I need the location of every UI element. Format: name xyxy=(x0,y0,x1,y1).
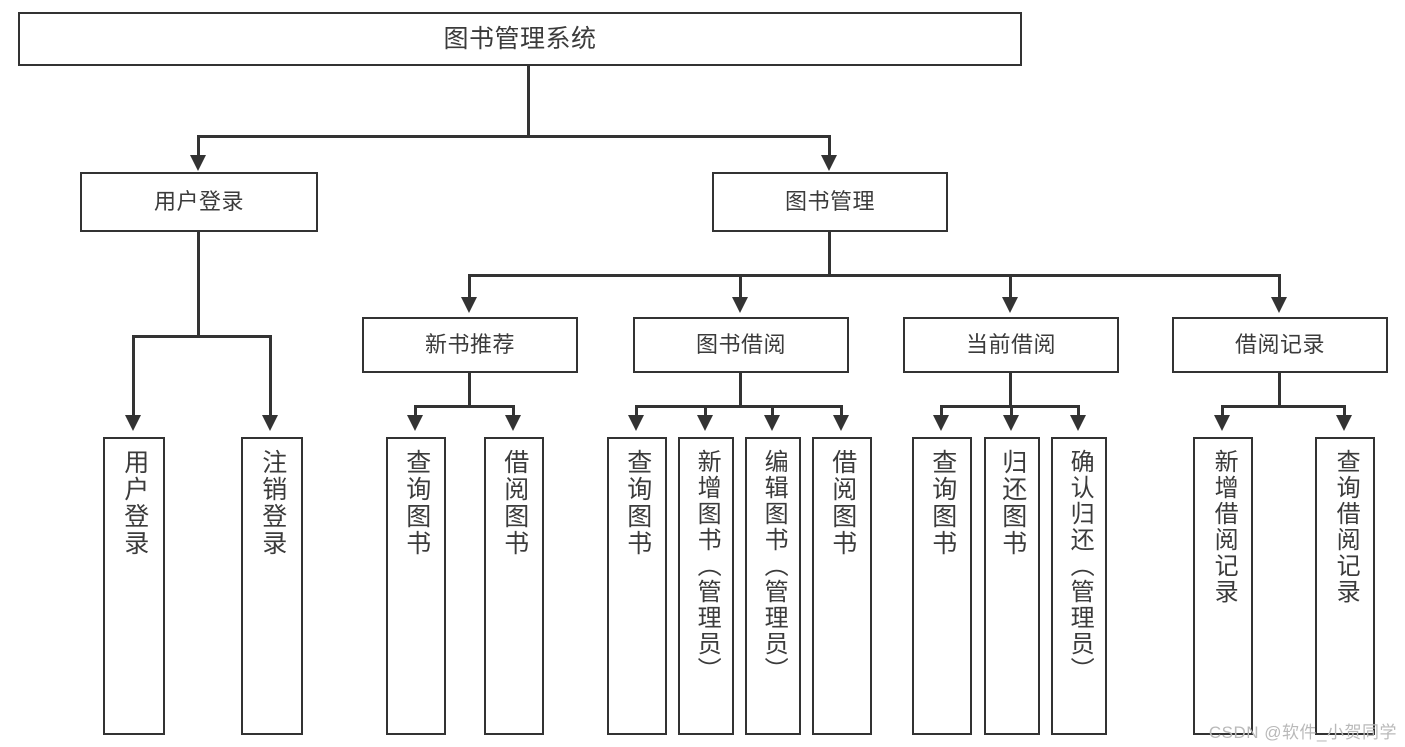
connector-cb-branch-1 xyxy=(940,405,943,417)
node-leaf-user-login[interactable]: 用户登录 xyxy=(103,437,165,735)
node-user-login[interactable]: 用户登录 xyxy=(80,172,318,232)
connector-bb-branch-4 xyxy=(840,405,843,417)
node-label: 注销登录 xyxy=(258,449,287,557)
node-label: 查询图书 xyxy=(402,449,431,557)
arrow-to-leaf-add-book xyxy=(697,415,713,431)
connector-cb-stem xyxy=(1009,373,1012,408)
connector-root-to-book-manage xyxy=(828,135,831,157)
connector-nbr-branch-1 xyxy=(414,405,417,417)
node-label: 归还图书 xyxy=(998,449,1027,557)
node-label: 新增图书（管理员） xyxy=(693,449,721,683)
node-borrow-record[interactable]: 借阅记录 xyxy=(1172,317,1388,373)
arrow-to-leaf-query-book-1 xyxy=(407,415,423,431)
node-leaf-logout[interactable]: 注销登录 xyxy=(241,437,303,735)
connector-bm-branch-1 xyxy=(468,274,471,299)
arrow-to-leaf-query-book-3 xyxy=(933,415,949,431)
node-current-borrow[interactable]: 当前借阅 xyxy=(903,317,1119,373)
connector-br-branch-1 xyxy=(1221,405,1224,417)
node-leaf-add-record[interactable]: 新增借阅记录 xyxy=(1193,437,1253,735)
connector-bb-stem xyxy=(739,373,742,408)
node-label: 借阅记录 xyxy=(1234,331,1325,357)
node-label: 用户登录 xyxy=(153,188,244,214)
connector-cb-bus xyxy=(940,405,1079,408)
node-label: 新增借阅记录 xyxy=(1210,449,1238,605)
csdn-watermark: CSDN @软件_小贺同学 xyxy=(1208,723,1397,742)
node-book-manage[interactable]: 图书管理 xyxy=(712,172,948,232)
connector-root-to-user-login xyxy=(197,135,200,157)
arrow-root-to-user-login xyxy=(190,155,206,171)
node-label: 新书推荐 xyxy=(424,331,515,357)
connector-user-login-stem xyxy=(197,232,200,337)
connector-nbr-branch-2 xyxy=(512,405,515,417)
node-label: 查询借阅记录 xyxy=(1332,449,1360,605)
connector-user-login-branch-1 xyxy=(132,335,135,417)
arrow-to-leaf-query-record xyxy=(1336,415,1352,431)
arrow-to-current-borrow xyxy=(1002,297,1018,313)
connector-book-manage-stem xyxy=(828,232,831,276)
arrow-to-leaf-borrow-book-2 xyxy=(833,415,849,431)
node-leaf-borrow-book-2[interactable]: 借阅图书 xyxy=(812,437,872,735)
connector-root-bus xyxy=(197,135,830,138)
node-label: 当前借阅 xyxy=(965,331,1056,357)
arrow-to-leaf-borrow-book-1 xyxy=(505,415,521,431)
arrow-to-leaf-edit-book xyxy=(764,415,780,431)
node-label: 查询图书 xyxy=(928,449,957,557)
arrow-to-borrow-record xyxy=(1271,297,1287,313)
connector-nbr-bus xyxy=(414,405,514,408)
node-label: 图书借阅 xyxy=(695,331,786,357)
arrow-root-to-book-manage xyxy=(821,155,837,171)
node-label: 用户登录 xyxy=(120,449,149,557)
node-new-book-rec[interactable]: 新书推荐 xyxy=(362,317,578,373)
connector-root-stem xyxy=(527,66,530,137)
connector-bb-branch-1 xyxy=(635,405,638,417)
connector-user-login-bus xyxy=(132,335,271,338)
arrow-to-leaf-query-book-2 xyxy=(628,415,644,431)
arrow-to-leaf-logout xyxy=(262,415,278,431)
arrow-to-leaf-confirm-return xyxy=(1070,415,1086,431)
arrow-to-book-borrow xyxy=(732,297,748,313)
arrow-to-new-book-rec xyxy=(461,297,477,313)
node-label: 编辑图书（管理员） xyxy=(760,449,788,683)
node-label: 图书管理 xyxy=(784,188,875,214)
node-book-borrow[interactable]: 图书借阅 xyxy=(633,317,849,373)
connector-br-bus xyxy=(1221,405,1345,408)
connector-bm-branch-3 xyxy=(1009,274,1012,299)
connector-bm-branch-2 xyxy=(739,274,742,299)
node-label: 查询图书 xyxy=(623,449,652,557)
connector-br-stem xyxy=(1278,373,1281,408)
node-root-system[interactable]: 图书管理系统 xyxy=(18,12,1022,66)
connector-user-login-branch-2 xyxy=(269,335,272,417)
arrow-to-leaf-return-book xyxy=(1003,415,1019,431)
connector-bb-bus xyxy=(635,405,843,408)
connector-bb-branch-3 xyxy=(771,405,774,417)
node-leaf-confirm-return[interactable]: 确认归还（管理员） xyxy=(1051,437,1107,735)
node-label: 借阅图书 xyxy=(500,449,529,557)
node-leaf-query-record[interactable]: 查询借阅记录 xyxy=(1315,437,1375,735)
connector-bb-branch-2 xyxy=(704,405,707,417)
node-leaf-query-book-2[interactable]: 查询图书 xyxy=(607,437,667,735)
node-label: 借阅图书 xyxy=(828,449,857,557)
node-leaf-add-book[interactable]: 新增图书（管理员） xyxy=(678,437,734,735)
node-leaf-borrow-book-1[interactable]: 借阅图书 xyxy=(484,437,544,735)
connector-br-branch-2 xyxy=(1343,405,1346,417)
connector-cb-branch-3 xyxy=(1077,405,1080,417)
node-label: 确认归还（管理员） xyxy=(1066,449,1094,683)
node-leaf-edit-book[interactable]: 编辑图书（管理员） xyxy=(745,437,801,735)
node-leaf-query-book-1[interactable]: 查询图书 xyxy=(386,437,446,735)
arrow-to-leaf-user-login xyxy=(125,415,141,431)
node-leaf-return-book[interactable]: 归还图书 xyxy=(984,437,1040,735)
node-leaf-query-book-3[interactable]: 查询图书 xyxy=(912,437,972,735)
connector-cb-branch-2 xyxy=(1010,405,1013,417)
node-label: 图书管理系统 xyxy=(443,25,597,53)
connector-bm-branch-4 xyxy=(1278,274,1281,299)
connector-book-manage-bus xyxy=(468,274,1280,277)
connector-nbr-stem xyxy=(468,373,471,408)
arrow-to-leaf-add-record xyxy=(1214,415,1230,431)
